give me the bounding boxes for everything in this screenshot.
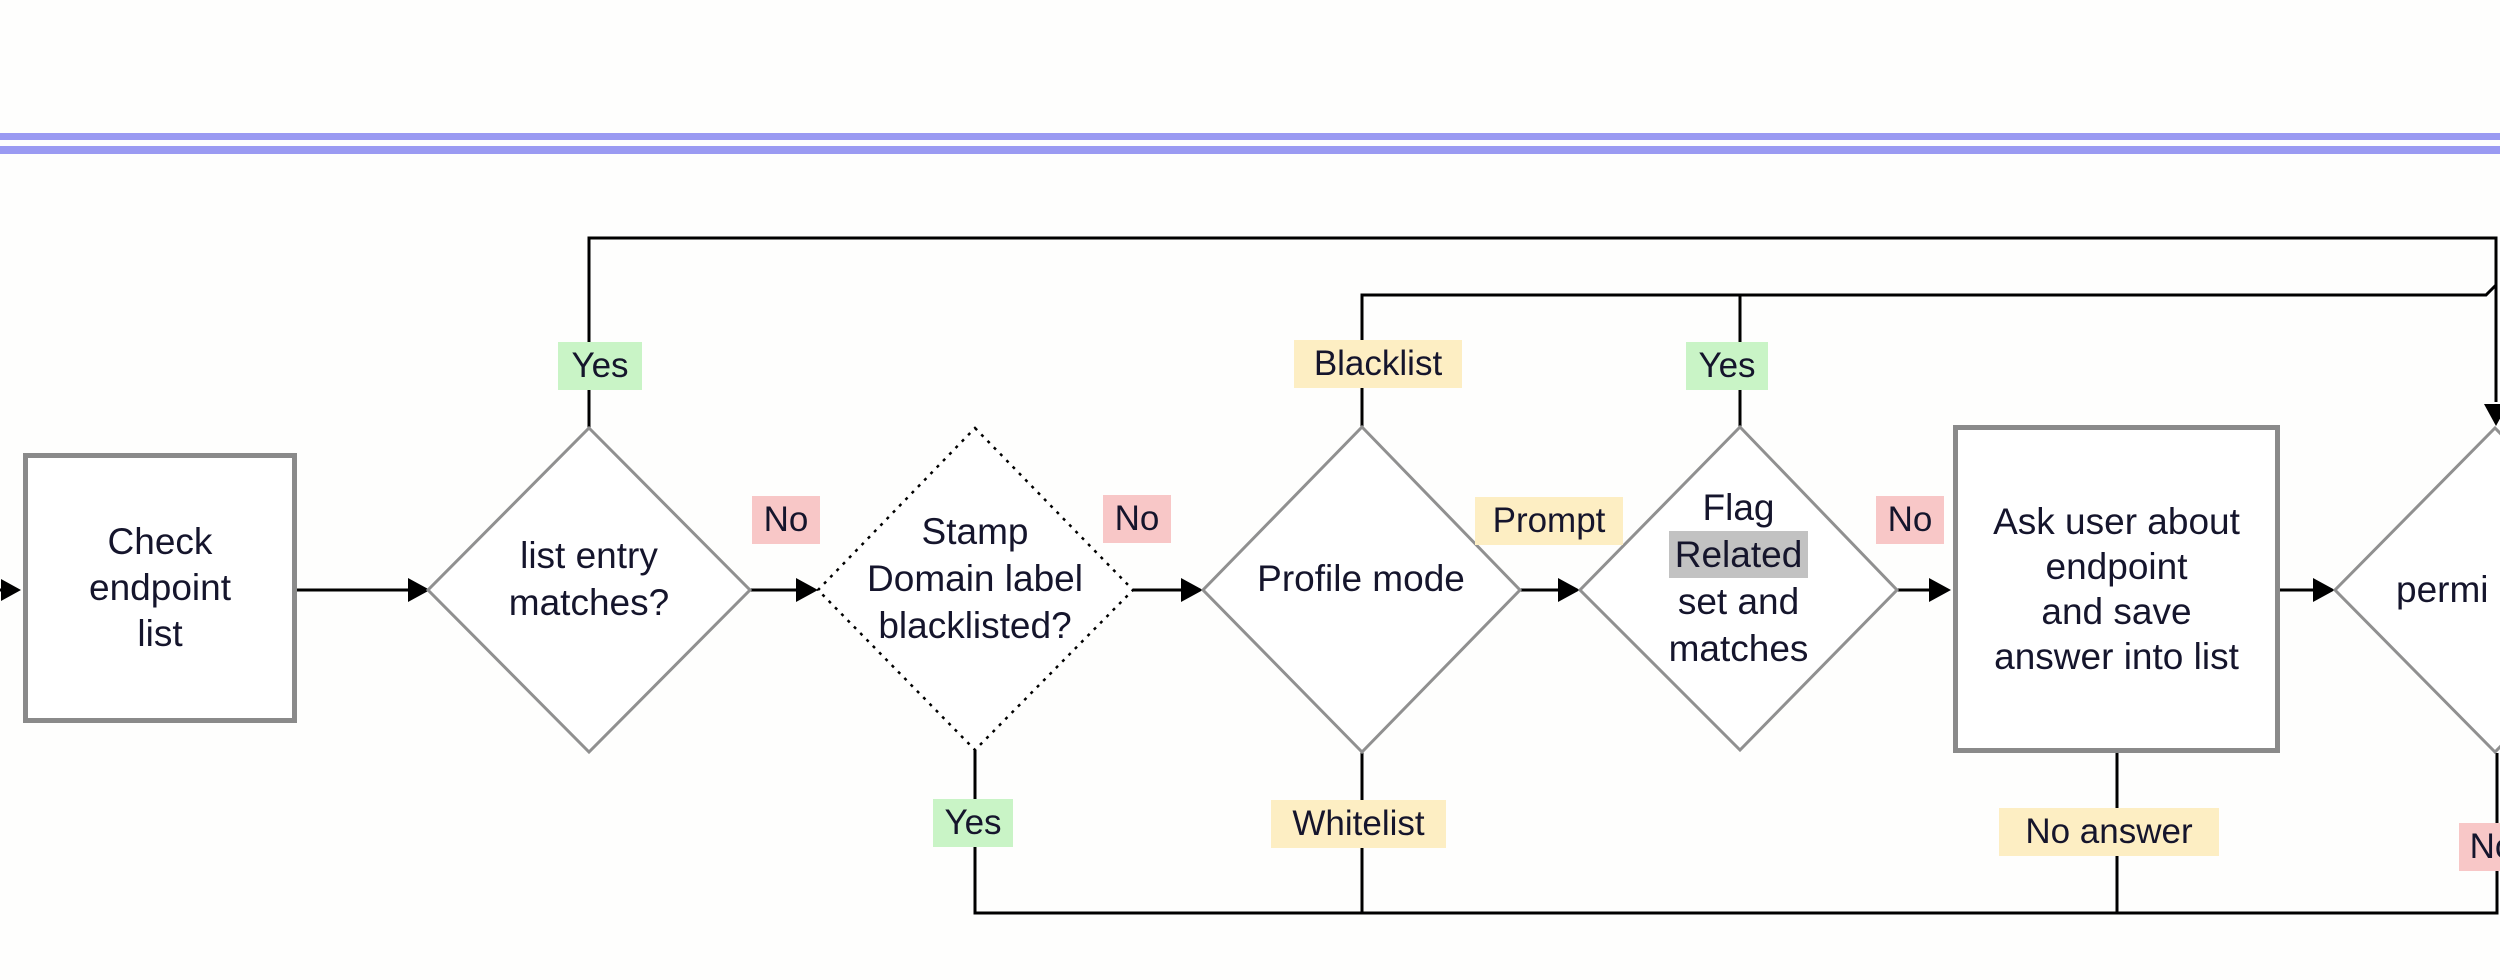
- node-text-line: Check: [107, 521, 213, 562]
- node-text-line: Ask user about: [1993, 501, 2240, 542]
- edge-label-yes-list-entry: Yes: [558, 342, 642, 390]
- edge-label-no-stamp: No: [1103, 495, 1171, 543]
- decision-text-line: matches: [1668, 627, 1809, 669]
- top-divider-line-2: [0, 146, 2500, 154]
- node-text-line: endpoint: [89, 567, 231, 608]
- decision-text-line: Flag: [1702, 486, 1775, 528]
- node-text-line: and save: [2041, 591, 2192, 632]
- arrowhead-flag: [1558, 578, 1580, 602]
- node-check-endpoint-list: Check endpoint list: [23, 453, 297, 723]
- arrowhead-askuser: [1929, 578, 1951, 602]
- edge-label-no-flag: No: [1876, 496, 1944, 544]
- diamond-permitted: [2332, 425, 2500, 755]
- node-text-line: answer into list: [1994, 636, 2239, 677]
- decision-text-line: blacklisted?: [878, 604, 1072, 646]
- arrowhead-listentry: [408, 578, 430, 602]
- diamond-flag-related: [1577, 424, 1900, 753]
- node-text-line: endpoint: [2045, 546, 2188, 587]
- decision-list-entry-matches-label: list entry matches?: [429, 428, 749, 752]
- decision-profile-mode-label: Profile mode: [1202, 427, 1520, 752]
- decision-text-line: list entry: [520, 535, 658, 576]
- decision-stamp-domain-blacklisted-label: Stamp Domain label blacklisted?: [815, 428, 1135, 750]
- edge-label-yes-stamp: Yes: [933, 799, 1013, 847]
- edge-label-no-list-entry: No: [752, 496, 820, 544]
- arrowhead-permitted-left: [2313, 578, 2335, 602]
- edge-label-no-answer: No answer: [1999, 808, 2219, 856]
- node-ask-user: Ask user about endpoint and save answer …: [1953, 425, 2280, 753]
- arrowhead-entry: [1, 579, 21, 601]
- diamond-stamp-domain-blacklisted: [816, 426, 1135, 752]
- arrowhead-stamp: [796, 578, 818, 602]
- decision-text-line: Profile mode: [1257, 558, 1465, 599]
- edge-listentry-yes-feedback: [587, 236, 2498, 428]
- edge-label-no-permitted: No: [2459, 823, 2500, 871]
- arrowhead-permitted-top: [2484, 404, 2500, 426]
- decision-permitted-label: permi: [2396, 569, 2489, 610]
- arrowhead-profile: [1181, 578, 1203, 602]
- decision-text-line: matches?: [508, 582, 670, 623]
- diamond-list-entry-matches: [425, 425, 753, 755]
- decision-text-line: set and: [1677, 580, 1800, 622]
- edge-label-yes-flag: Yes: [1686, 342, 1768, 390]
- diamond-profile-mode: [1200, 424, 1523, 755]
- decision-text-line: Domain label: [867, 557, 1083, 599]
- decision-text-line: Stamp: [921, 510, 1029, 552]
- edge-label-prompt: Prompt: [1475, 497, 1623, 545]
- edge-blacklist-feedback: [1360, 283, 2498, 427]
- node-text-line: list: [137, 613, 183, 654]
- edge-bottom-bus: [973, 750, 2499, 915]
- decision-text-highlighted: Related: [1668, 530, 1809, 578]
- edge-label-whitelist: Whitelist: [1271, 800, 1446, 848]
- top-divider-line-1: [0, 133, 2500, 140]
- edge-label-blacklist: Blacklist: [1294, 340, 1462, 388]
- decision-flag-related-label: Flag Related set and matches: [1580, 427, 1897, 750]
